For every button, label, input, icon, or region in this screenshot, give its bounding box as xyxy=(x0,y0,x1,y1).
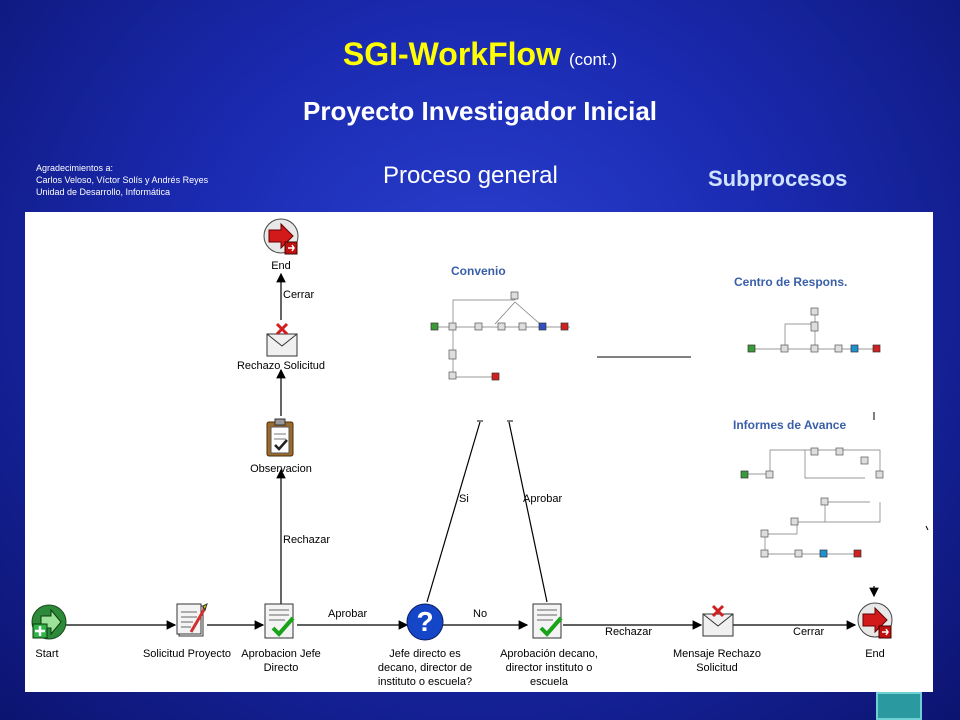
slide-subtitle: Proyecto Investigador Inicial xyxy=(303,96,657,126)
workflow-edges: ? xyxy=(31,218,929,641)
title-suffix: (cont.) xyxy=(568,50,618,69)
aprob-decano-line1: Aprobación decano, xyxy=(500,648,598,660)
node-solicitud-label: Solicitud Proyecto xyxy=(142,648,232,660)
edge-label-cerrar: Cerrar xyxy=(793,626,825,638)
aprob-decano-line2: director instituto o xyxy=(505,662,593,674)
node-aprob-decano-label: Aprobación decano, director instituto o … xyxy=(487,647,611,689)
node-start-label: Start xyxy=(35,648,59,660)
node-jefe-question-label: Jefe directo es decano, director de inst… xyxy=(363,647,487,689)
question-icon: ? xyxy=(406,603,444,641)
approval-doc-icon xyxy=(264,603,295,639)
subprocess-centro-title: Centro de Respons. xyxy=(734,275,848,289)
node-aprob-jefe-label: Aprobacion Jefe Directo xyxy=(233,647,329,675)
section-general-process: Proceso general xyxy=(383,162,558,189)
edge-label-si: Si xyxy=(459,493,469,505)
mensaje-line2: Solicitud xyxy=(696,662,738,674)
reject-mail-icon-2 xyxy=(266,322,298,357)
next-slide-button[interactable] xyxy=(876,692,922,720)
reject-mail-icon xyxy=(702,604,734,637)
workflow-diagram: ? xyxy=(25,212,933,692)
edge-si xyxy=(426,421,481,603)
subprocess-convenio-title: Convenio xyxy=(451,264,506,278)
node-end-top-label: End xyxy=(271,260,291,272)
edge-aprobar-2 xyxy=(508,421,548,603)
edge-label-cerrar-top: Cerrar xyxy=(283,289,315,301)
subprocess-informes-title: Informes de Avance xyxy=(733,418,847,432)
form-icon xyxy=(176,603,208,637)
mensaje-line1: Mensaje Rechazo xyxy=(672,648,762,660)
convenio-mini-diagram xyxy=(430,291,570,381)
aprob-jefe-line1: Aprobacion Jefe xyxy=(241,648,321,660)
slide-title: SGI-WorkFlow (cont.) xyxy=(0,36,960,73)
ack-line-2: Carlos Veloso, Víctor Solís y Andrés Rey… xyxy=(36,175,209,185)
approval-doc-icon-2 xyxy=(532,603,563,639)
jefe-q-line1: Jefe directo es xyxy=(389,648,461,660)
ack-line-1: Agradecimientos a: xyxy=(36,163,114,173)
edge-label-aprobar-2: Aprobar xyxy=(523,493,563,505)
edge-label-no: No xyxy=(473,608,488,620)
jefe-q-line2: decano, director de xyxy=(377,662,473,674)
node-mensaje-label: Mensaje Rechazo Solicitud xyxy=(665,647,769,675)
edge-label-rechazar-vertical: Rechazar xyxy=(283,534,331,546)
node-observacion-label: Observacion xyxy=(250,463,312,475)
end-icon-top xyxy=(263,218,299,255)
edge-label-aprobar: Aprobar xyxy=(328,608,368,620)
edge-label-rechazar: Rechazar xyxy=(605,626,653,638)
clipboard-icon xyxy=(266,418,294,457)
svg-text:?: ? xyxy=(416,606,433,637)
ack-line-3: Unidad de Desarrollo, Informática xyxy=(36,187,171,197)
node-rechazo-label: Rechazo Solicitud xyxy=(236,360,326,372)
end-icon xyxy=(857,602,893,639)
aprob-decano-line3: escuela xyxy=(530,676,568,688)
jefe-q-line3: instituto o escuela? xyxy=(377,676,473,688)
node-end-bottom-label: End xyxy=(865,648,885,660)
acknowledgements: Agradecimientos a: Carlos Veloso, Víctor… xyxy=(36,162,208,198)
informes-mini-diagram xyxy=(740,447,884,558)
centro-mini-diagram xyxy=(747,307,881,353)
section-subprocesses: Subprocesos xyxy=(708,166,848,191)
title-text: SGI-WorkFlow xyxy=(342,36,561,72)
aprob-jefe-line2: Directo xyxy=(263,662,299,674)
start-icon xyxy=(31,604,67,640)
